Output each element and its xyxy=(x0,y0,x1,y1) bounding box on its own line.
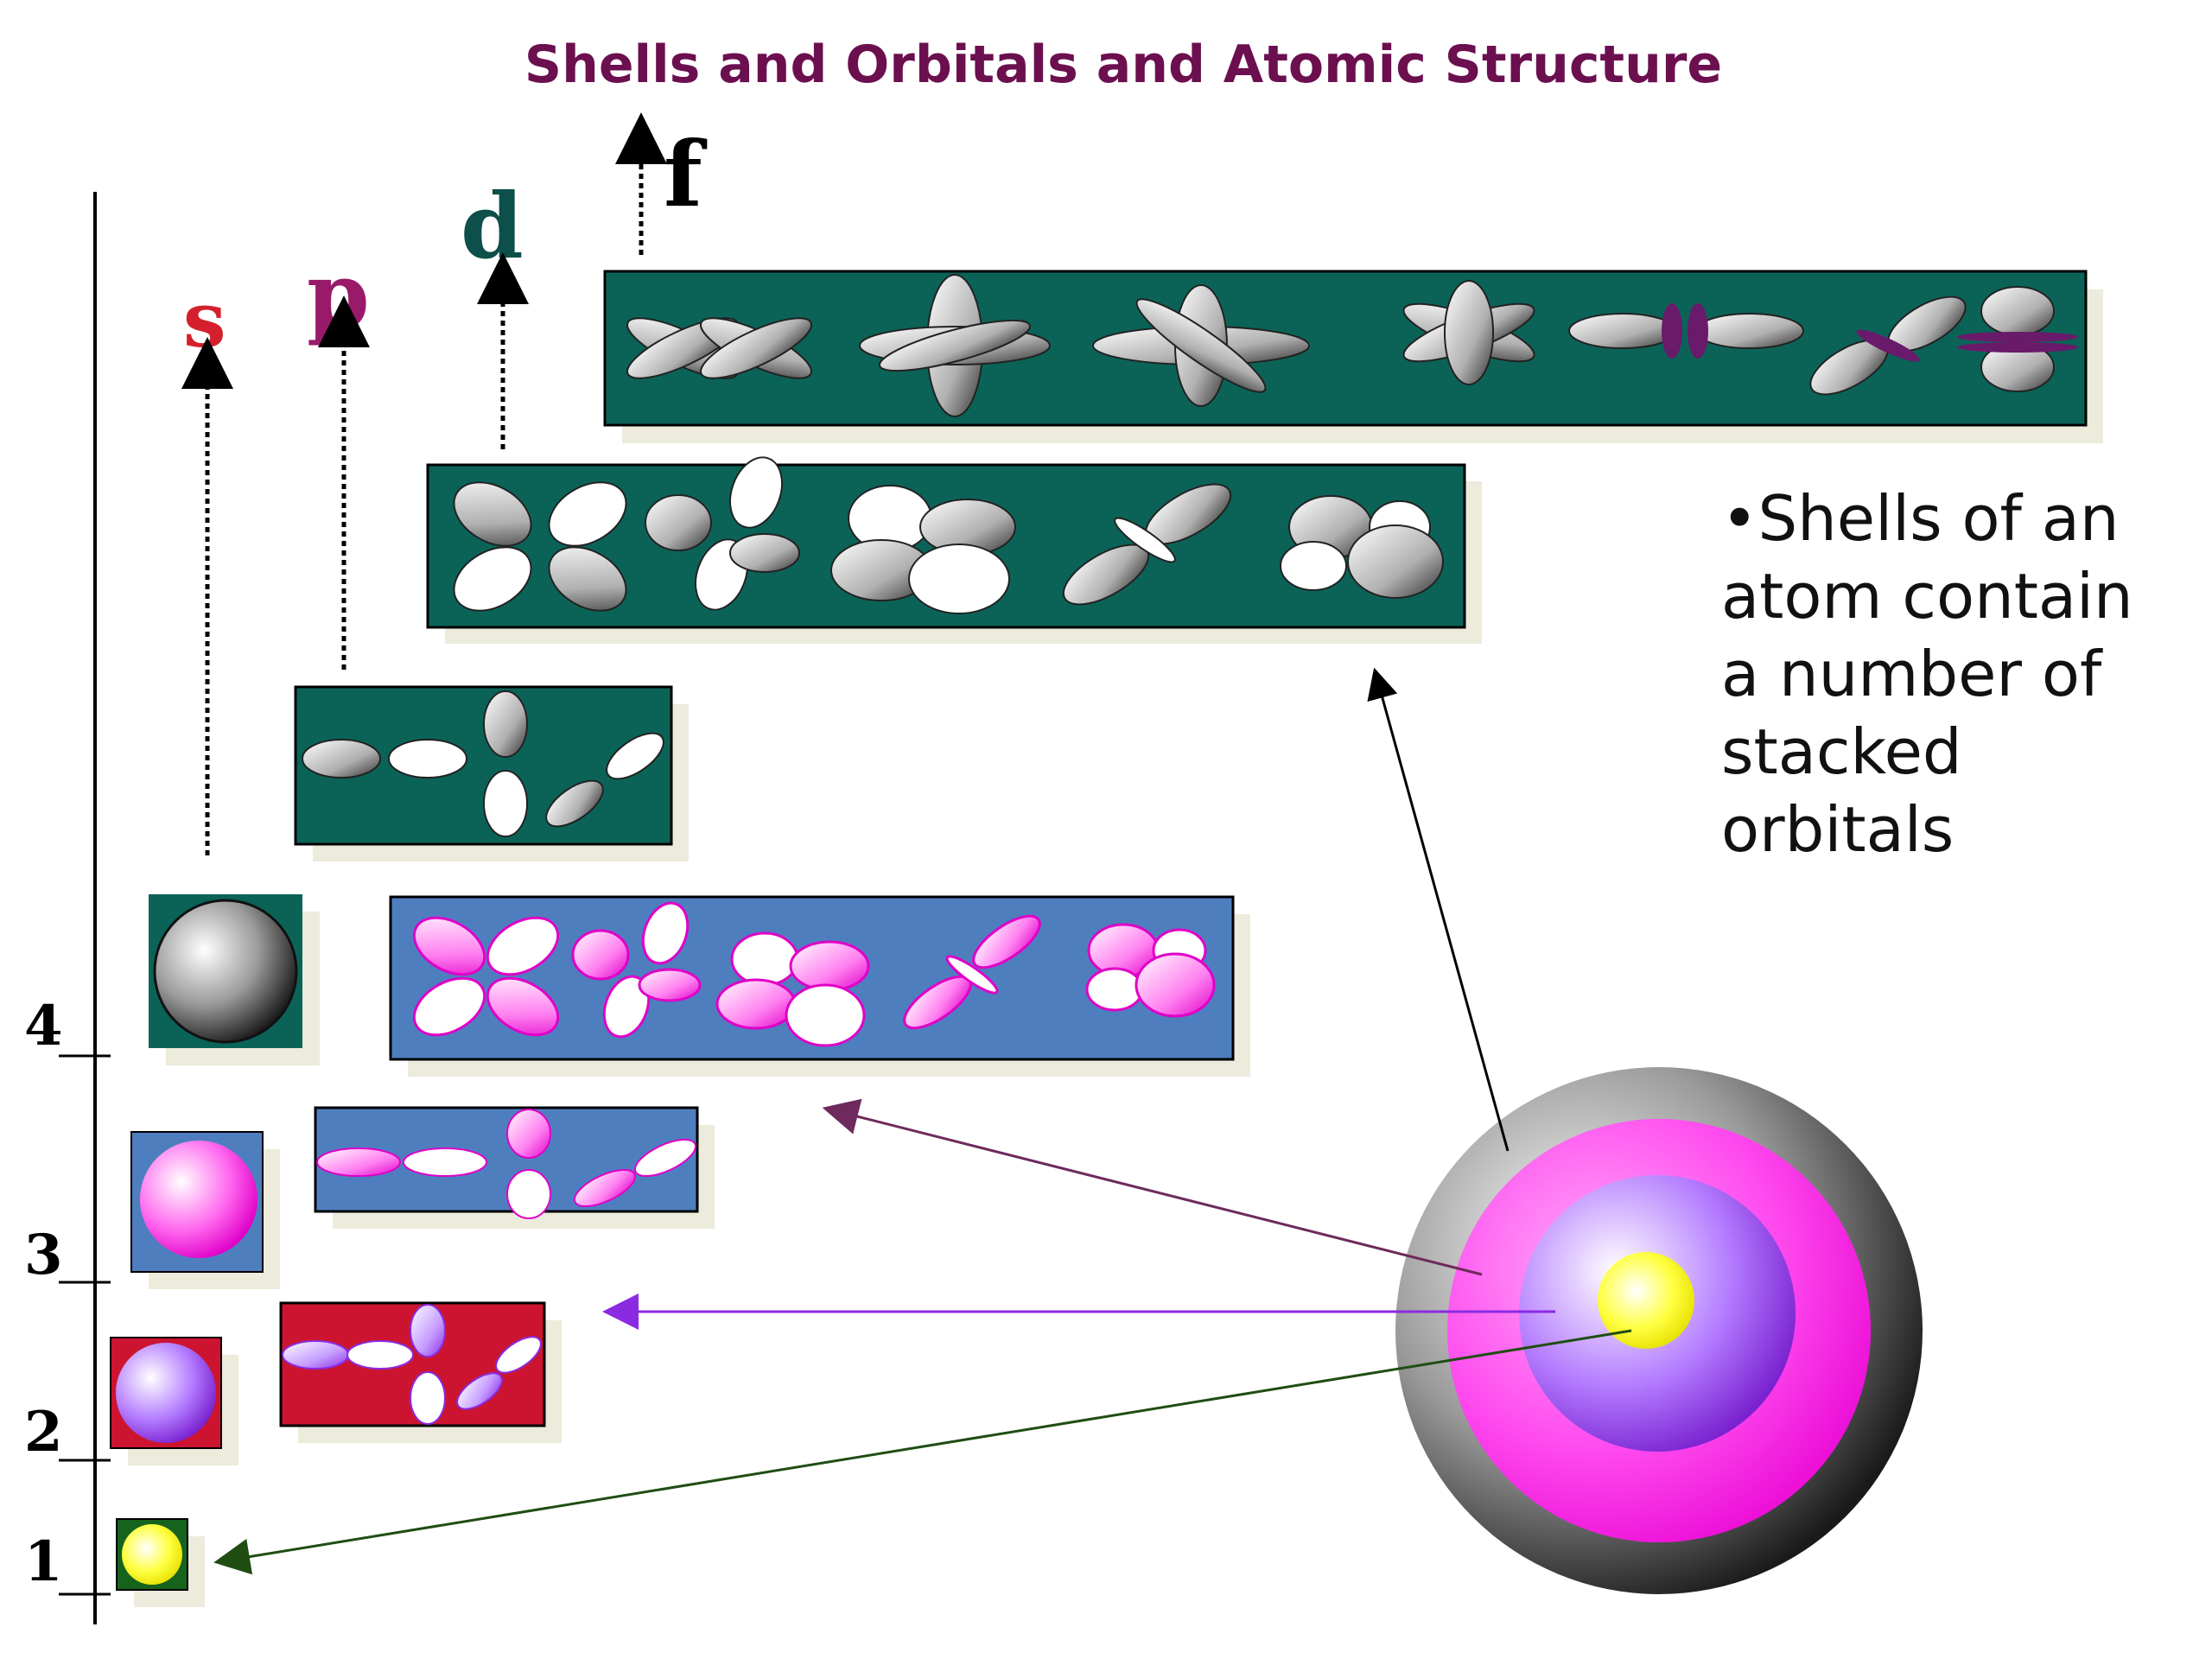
orbital-box-4f xyxy=(603,270,2103,443)
subshell-label-f: f xyxy=(664,121,702,227)
page-title: Shells and Orbitals and Atomic Structure xyxy=(524,35,1723,95)
orbital-box-2s xyxy=(110,1337,238,1465)
orbital-box-4s xyxy=(149,894,320,1065)
shell-arrows xyxy=(213,667,1632,1575)
shell-number-1: 1 xyxy=(24,1529,63,1594)
orbital-box-4d xyxy=(426,456,1482,644)
subshell-arrows xyxy=(181,112,667,855)
atom-illustration xyxy=(1395,1067,1923,1594)
orbital-box-2p xyxy=(279,1301,562,1443)
energy-axis xyxy=(59,192,111,1624)
orbital-box-4p xyxy=(294,685,689,861)
shell-number-4: 4 xyxy=(24,994,63,1058)
orbital-box-3s xyxy=(130,1131,280,1289)
bullet-text: •Shells of an atom contain a number of s… xyxy=(1721,482,2133,866)
orbital-box-3p xyxy=(314,1106,715,1229)
shell-number-3: 3 xyxy=(24,1223,63,1287)
shell-number-2: 2 xyxy=(24,1400,63,1465)
orbital-box-1s xyxy=(116,1518,205,1607)
orbital-box-3d xyxy=(389,895,1250,1077)
